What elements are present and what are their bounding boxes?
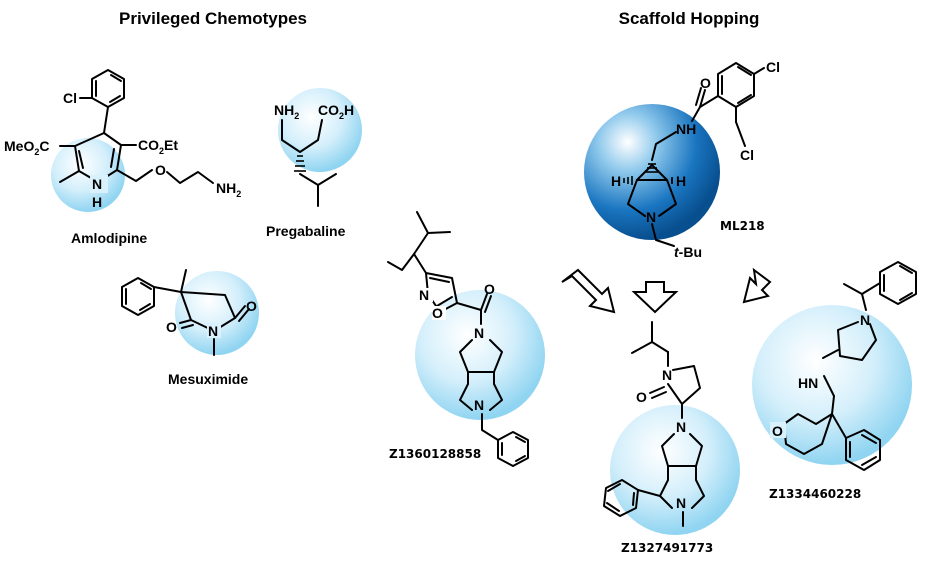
down-right-arrow-icon: [742, 267, 772, 304]
pregabaline-structure: NH2 CO2H: [274, 102, 354, 207]
cl-atom: Cl: [63, 90, 77, 106]
ml218-nh: NH: [676, 121, 696, 137]
ml218-carbonyl-o: O: [700, 75, 711, 91]
pregabaline-name: Pregabaline: [266, 223, 346, 239]
mesuximide-name: Mesuximide: [168, 371, 248, 387]
ml218-n: N: [646, 209, 656, 225]
z1-n-bottom: N: [474, 397, 484, 413]
pregabaline-nh2: NH2: [274, 102, 299, 121]
z2-name: Z1327491773: [621, 541, 713, 555]
mesuximide-structure: O O N: [121, 269, 257, 356]
ml218-name: ML218: [720, 219, 765, 233]
z1-highlight: [415, 290, 545, 420]
z2-structure: N O N N: [603, 321, 705, 527]
amine-nh2-label: NH2: [216, 180, 241, 199]
ml218-cl-bottom: Cl: [740, 147, 754, 163]
nh-atom-h: H: [92, 194, 102, 210]
z2-lactam-n: N: [662, 367, 672, 383]
z1-n-top: N: [474, 325, 484, 341]
mesuximide-o-right: O: [246, 298, 257, 314]
mesuximide-highlight: [175, 271, 259, 355]
z1-carbonyl-o: O: [484, 281, 495, 297]
ml218-h-left: H: [611, 173, 621, 189]
z2-n-bottom: N: [676, 495, 686, 511]
co2et-label: CO2Et: [138, 137, 178, 156]
z2-highlight: [610, 405, 740, 535]
z3-structure: N HN O: [770, 261, 917, 471]
z2-carbonyl-o: O: [636, 389, 647, 405]
mesuximide-n: N: [208, 323, 218, 339]
ether-o-atom: O: [155, 162, 166, 178]
z3-oxane-o: O: [772, 423, 783, 439]
down-arrow-icon: [631, 281, 679, 314]
z3-pyrrolidine-n: N: [860, 312, 870, 328]
down-left-arrow-icon: [561, 268, 616, 314]
ml218-h-right: H: [676, 173, 686, 189]
meo2c-label: MeO2C: [4, 138, 49, 157]
z2-n-top: N: [676, 419, 686, 435]
pregabaline-co2h: CO2H: [318, 102, 354, 121]
left-section-title: Privileged Chemotypes: [119, 9, 307, 28]
z3-hn: HN: [798, 375, 818, 391]
z1-isoxazole-n: N: [419, 287, 429, 303]
z1-structure: N O O N N: [387, 211, 529, 467]
z1-isoxazole-o: O: [432, 305, 443, 321]
amlodipine-highlight: [51, 138, 125, 212]
z3-highlight: [752, 305, 912, 465]
ml218-cl-top: Cl: [766, 59, 780, 75]
z1-name: Z1360128858: [389, 447, 481, 461]
ml218-structure: Cl Cl O NH H H N t-Bu: [611, 59, 780, 260]
right-section-title: Scaffold Hopping: [619, 9, 760, 28]
mesuximide-o-left: O: [166, 319, 177, 335]
amlodipine-name: Amlodipine: [71, 230, 147, 246]
ml218-tbu: t-Bu: [674, 244, 702, 260]
nh-atom-n: N: [92, 176, 102, 192]
amlodipine-structure: Cl N H MeO2C CO2Et O NH2: [4, 69, 241, 210]
z3-name: Z1334460228: [769, 487, 861, 501]
